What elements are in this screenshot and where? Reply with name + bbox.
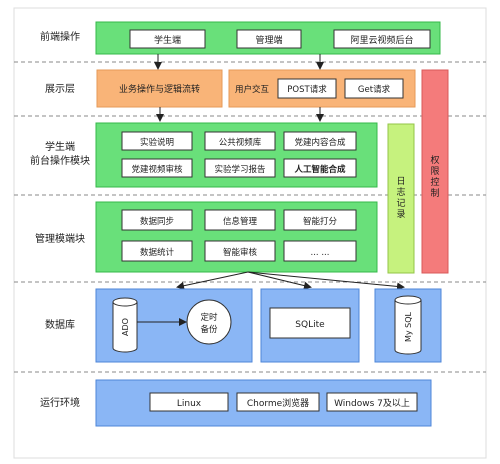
student-module-label: 实验说明: [140, 137, 174, 148]
admin-module-label: 智能打分: [303, 216, 338, 227]
display-interaction-label: 用户交互: [235, 84, 270, 95]
layer-label-frontend: 前端操作: [40, 30, 80, 43]
student-module-box: [283, 158, 357, 178]
arrow-admin-to-ado: [176, 271, 249, 290]
ado-label: ADO: [121, 318, 130, 336]
display-business-label: 业务操作与逻辑流转: [119, 83, 200, 95]
layer-label-admin: 管理模端块: [35, 232, 85, 245]
ado-cylinder-icon: [112, 297, 138, 353]
arrow-admin-to-mysql: [247, 271, 405, 291]
frontend-box-student-label: 学生端: [154, 34, 181, 46]
layer-label-student-1: 学生端: [45, 140, 75, 153]
admin-module-label: 数据统计: [140, 247, 175, 258]
admin-module-label: 信息管理: [223, 216, 258, 227]
runtime-windows-label: Windows 7及以上: [334, 398, 410, 409]
permission-char-2: 限: [430, 166, 439, 177]
frontend-box-admin-label: 管理端: [255, 34, 282, 46]
admin-module-box: [283, 209, 357, 231]
admin-module-label: 智能审核: [223, 247, 258, 258]
admin-module-label: 数据同步: [140, 216, 174, 227]
runtime-box-browser: [236, 392, 320, 412]
runtime-box-linux: [149, 392, 229, 412]
mysql-cylinder-icon: [394, 295, 422, 355]
student-module-label: 党建内容合成: [294, 137, 346, 148]
sqlite-box: [269, 307, 351, 339]
frontend-box-student: [129, 29, 206, 49]
student-module-label: 公共视频库: [219, 137, 262, 148]
mysql-label: My SQL: [404, 311, 413, 342]
frontend-box-aliyun: [333, 29, 431, 49]
frontend-box-admin: [236, 29, 302, 49]
get-request-label: Get请求: [358, 84, 391, 95]
layer-label-database: 数据库: [45, 318, 75, 331]
student-module-box: [121, 158, 193, 178]
permission-char-3: 控: [430, 176, 439, 188]
student-module-box: [121, 131, 193, 151]
permission-control-bar: [421, 69, 449, 274]
log-char-4: 录: [396, 209, 405, 220]
post-request-label: POST请求: [287, 84, 327, 95]
permission-char-1: 权: [430, 154, 439, 166]
backup-label-2: 备份: [200, 324, 218, 335]
backup-label-1: 定时: [200, 312, 218, 323]
student-module-box: [204, 158, 276, 178]
runtime-box-windows: [326, 392, 418, 412]
layer-label-display: 展示层: [45, 83, 75, 95]
log-char-2: 志: [396, 186, 405, 198]
student-module-label: 实验学习报告: [214, 164, 265, 175]
admin-module-box: [121, 209, 193, 231]
get-request-box: [344, 78, 404, 99]
student-module-label: 党建视频审核: [131, 164, 183, 175]
arrow-admin-to-sqlite: [247, 271, 312, 290]
sqlite-label: SQLite: [295, 320, 325, 330]
student-module-label: 人工智能合成: [294, 164, 346, 175]
permission-char-4: 制: [430, 187, 439, 199]
student-module-box: [204, 131, 276, 151]
student-module-box: [283, 131, 357, 151]
layer-label-runtime: 运行环境: [40, 396, 80, 409]
frontend-box-aliyun-label: 阿里云视频后台: [350, 34, 413, 46]
runtime-linux-label: Linux: [177, 399, 202, 409]
admin-module-box: [283, 240, 357, 262]
admin-module-box: [204, 209, 276, 231]
admin-module-label: ... ...: [311, 248, 330, 258]
log-record-bar: [387, 123, 415, 274]
layer-label-student-2: 前台操作模块: [30, 154, 90, 167]
log-char-1: 日: [396, 176, 405, 187]
admin-module-box: [204, 240, 276, 262]
student-module-grid: 实验说明 公共视频库 党建内容合成 党建视频审核 实验学习报告 人工智能合成: [121, 131, 357, 178]
admin-module-grid: 数据同步 信息管理 智能打分 数据统计 智能审核 ... ...: [121, 209, 357, 262]
admin-module-box: [121, 240, 193, 262]
display-business-box: [96, 69, 223, 108]
runtime-browser-label: Chorme浏览器: [247, 397, 309, 409]
backup-circle: [186, 299, 232, 345]
log-char-3: 记: [396, 198, 405, 209]
post-request-box: [277, 78, 337, 99]
